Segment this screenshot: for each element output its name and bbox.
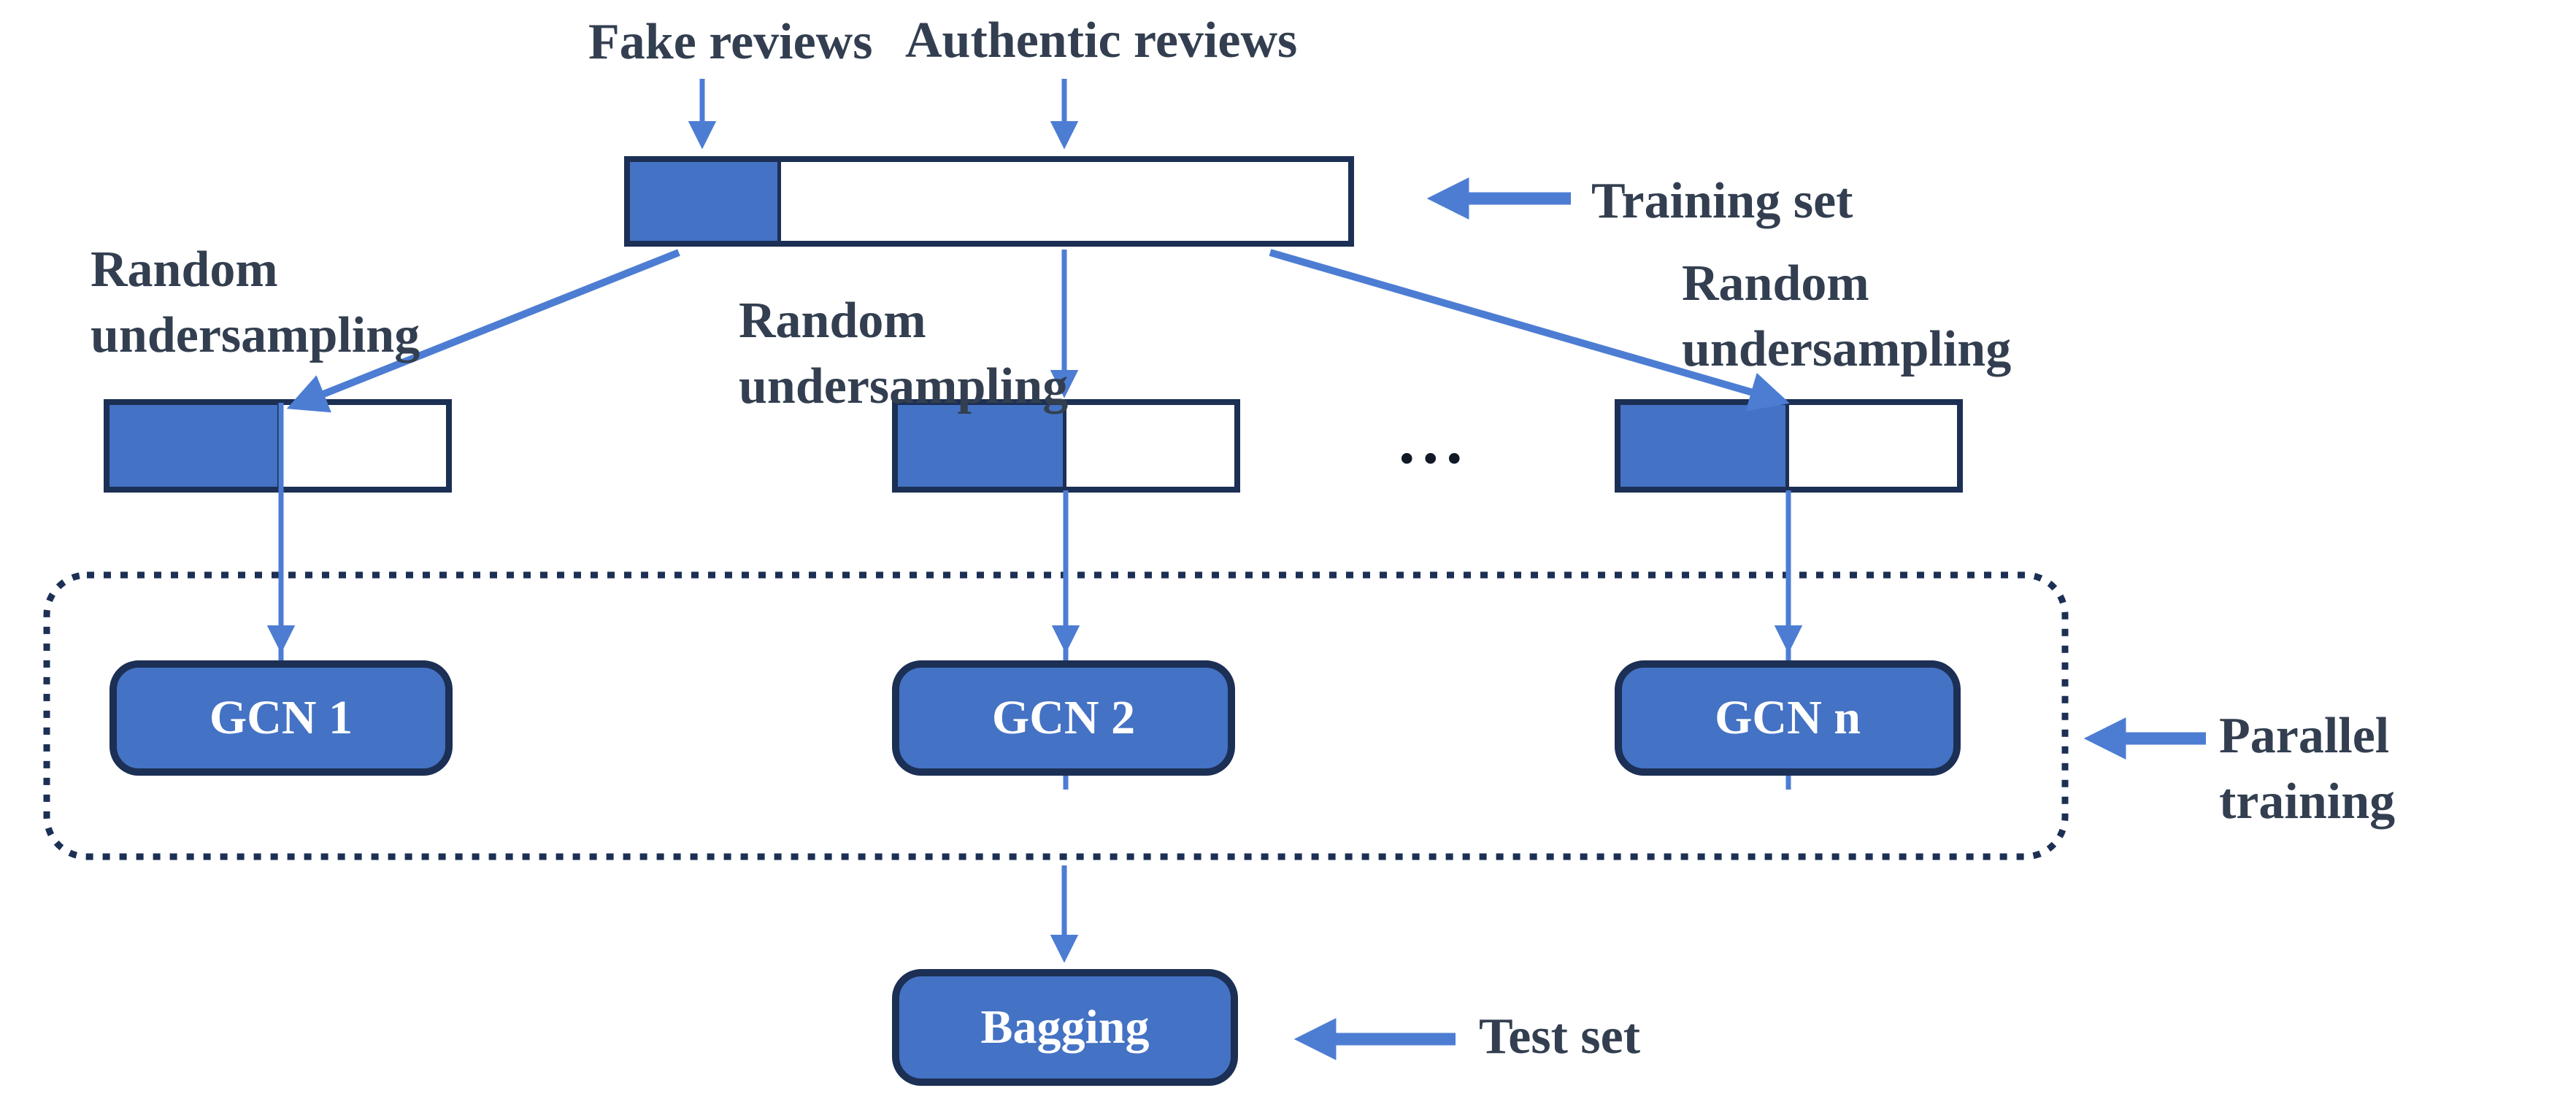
gcn-2-node: GCN 2 [892, 660, 1235, 776]
random-undersampling-label-left: Random undersampling [91, 242, 420, 363]
parallel-training-label: Parallel training [2219, 708, 2396, 830]
more-subsets-ellipsis: ... [1399, 405, 1470, 477]
training-set-fake-portion [630, 162, 781, 241]
training-set-label: Training set [1591, 173, 1853, 229]
test-set-label: Test set [1479, 1008, 1641, 1065]
random-undersampling-label-middle: Random undersampling [739, 293, 1069, 414]
random-undersampling-label-right: Random undersampling [1682, 255, 2012, 377]
subset-bar-1-fake-portion [109, 405, 282, 487]
gcn-1-node: GCN 1 [109, 660, 453, 776]
gcn-n-node: GCN n [1615, 660, 1961, 776]
subset-bar-n-fake-portion [1620, 405, 1789, 487]
subset-bar-n [1615, 399, 1963, 493]
fake-reviews-label: Fake reviews [588, 14, 873, 70]
subset-bar-2 [892, 399, 1240, 493]
authentic-reviews-label: Authentic reviews [905, 12, 1298, 69]
subset-bar-2-fake-portion [898, 405, 1066, 487]
bagging-node: Bagging [892, 969, 1238, 1086]
subset-bar-1 [104, 399, 452, 493]
training-set-bar [624, 156, 1354, 247]
